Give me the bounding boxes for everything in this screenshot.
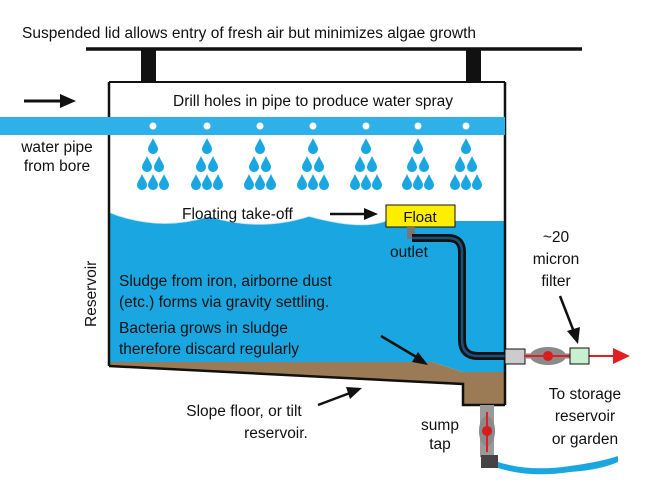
float-label: Float (403, 209, 437, 226)
float (385, 204, 456, 228)
sludge-arrow-icon (412, 352, 428, 365)
spray-column (137, 138, 169, 190)
spray-column (350, 138, 382, 190)
spray-droplets (137, 138, 482, 190)
filter-body (569, 347, 590, 365)
slope-arrow-shaft (317, 391, 351, 407)
sump-nozzle (481, 455, 498, 468)
outlet-fitting (504, 348, 526, 365)
filter-arrow-shaft (558, 295, 576, 333)
slope-arrow-icon (346, 387, 362, 399)
spray-column (450, 138, 482, 190)
water-pipe-label-line2: from bore (24, 158, 90, 175)
outlet-label: outlet (390, 244, 429, 261)
pipe-hole (362, 122, 370, 130)
slope-label-line1: Slope floor, or tilt (186, 403, 302, 420)
pipe-hole (256, 122, 264, 130)
sump-water-stream (498, 456, 618, 475)
water-body (109, 212, 505, 372)
sump-valve-handle (482, 426, 492, 436)
sump-label-line2: tap (429, 436, 451, 453)
pipe-hole (149, 122, 157, 130)
takeoff-arrow-icon (364, 208, 378, 220)
sludge-label-line4: therefore discard regularly (119, 341, 299, 358)
filter-label-line1: ~20 (543, 229, 570, 246)
filter-label-line2: micron (533, 251, 580, 268)
lid-support-right (466, 49, 481, 82)
storage-label-line3: or garden (552, 431, 618, 448)
reservoir-label: Reservoir (83, 261, 100, 327)
water-pipe (0, 117, 505, 135)
spray-column (297, 138, 329, 190)
storage-label-line2: reservoir (555, 408, 615, 425)
flow-arrow-icon (613, 348, 630, 364)
spray-column (402, 138, 434, 190)
drill-holes-label: Drill holes in pipe to produce water spr… (173, 93, 453, 110)
sump-label-line1: sump (421, 417, 459, 434)
sludge-arrow-shaft (380, 334, 419, 360)
pipe-hole (309, 122, 317, 130)
outlet-stub (407, 227, 415, 239)
pipe-holes (149, 122, 470, 130)
sludge-label-line3: Bacteria grows in sludge (119, 320, 288, 337)
spray-column (191, 138, 223, 190)
floating-takeoff-label: Floating take-off (182, 206, 294, 223)
filter-label-line3: filter (541, 273, 570, 290)
outlet-hose-highlight (412, 236, 510, 358)
water-surface (108, 211, 386, 226)
pipe-hole (203, 122, 211, 130)
spray-column (244, 138, 276, 190)
title: Suspended lid allows entry of fresh air … (22, 25, 476, 42)
slope-label-line2: reservoir. (244, 425, 308, 442)
sludge-label-line1: Sludge from iron, airborne dust (119, 273, 333, 290)
pipe-hole (462, 122, 470, 130)
lid-support-left (141, 49, 156, 82)
storage-label-line1: To storage (549, 386, 621, 403)
inflow-arrow-icon (60, 94, 76, 108)
water-pipe-label-line1: water pipe (20, 139, 93, 156)
sludge (109, 362, 505, 405)
filter-arrow-icon (567, 327, 580, 344)
pipe-hole (414, 122, 422, 130)
sludge-label-line2: (etc.) forms via gravity settling. (119, 294, 329, 311)
